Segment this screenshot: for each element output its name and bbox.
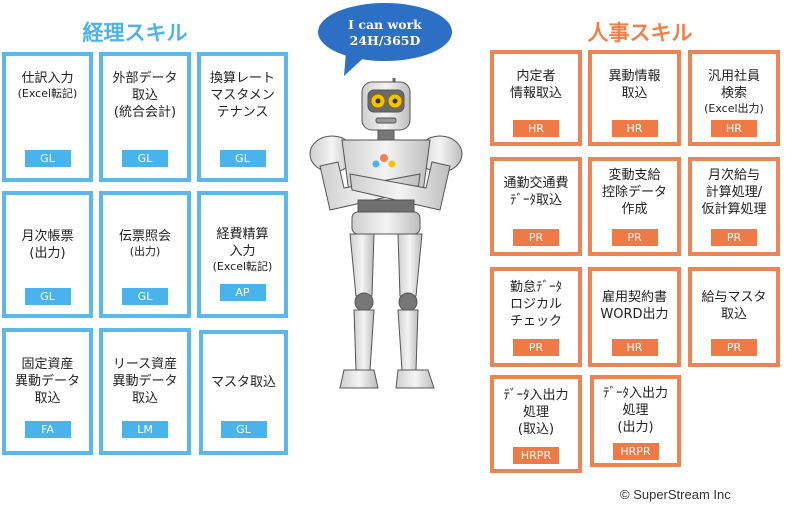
card-label: 取込 [34,391,61,406]
card-label: 勤怠ﾃﾞｰﾀ [509,280,562,295]
card-label: 取込 [131,391,158,406]
skill-tag: GL [219,150,266,167]
hr-card-payroll-calc: 月次給与 計算処理/ 仮計算処理 PR [688,157,780,256]
skill-tag: FA [24,421,71,438]
skill-tag: GL [122,288,168,305]
card-label: (出力) [617,420,654,435]
skill-tag: PR [513,339,559,356]
card-label: 控除データ [601,185,667,200]
card-sublabel: (出力) [129,245,161,258]
accounting-card-external-data: 外部データ 取込 (統合会計) GL [99,52,191,182]
card-label: 取込 [720,307,747,322]
hr-card-data-io-import: ﾃﾞｰﾀ入出力 処理 (取込) HRPR [490,375,582,473]
card-label: 異動情報 [608,69,661,84]
card-label: 伝票照会 [118,229,171,244]
skill-tag: GL [24,288,71,305]
hr-card-employee-search: 汎用社員 検索 (Excel出力) HR [688,50,780,146]
accounting-skills-title: 経理スキル [82,21,188,45]
card-label: 仕訳入力 [21,71,74,86]
skill-tag: HRPR [612,443,659,460]
skill-tag: GL [122,150,168,167]
card-label: (取込) [517,422,555,437]
card-label: 経費精算 [216,227,269,242]
hr-skills-title: 人事スキル [587,21,693,45]
card-label: 雇用契約書 [601,290,667,305]
hr-card-commute-import: 通勤交通費 ﾃﾞｰﾀ取込 PR [490,157,582,256]
skill-tag: PR [513,229,559,246]
card-label: 月次帳票 [21,229,74,244]
card-label: 内定者 [516,69,556,84]
card-label: 月次給与 [707,168,760,183]
card-label: 固定資産 [21,357,74,372]
card-label: 給与マスタ [701,290,767,305]
hr-card-transfer-import: 異動情報 取込 HR [588,50,681,146]
accounting-card-lease-assets: リース資産 異動データ 取込 LM [99,328,191,455]
hr-card-contract-word: 雇用契約書 WORD出力 HR [588,267,681,367]
hr-card-applicant-import: 内定者 情報取込 HR [490,50,582,146]
card-label: ロジカル [509,297,562,312]
skill-tag: AP [219,284,266,301]
accounting-card-journal-entry: 仕訳入力 (Excel転記) GL [2,52,93,182]
hr-card-salary-master: 給与マスタ 取込 PR [688,267,780,367]
robot-icon [309,78,463,389]
skill-tag: GL [220,421,267,438]
speech-bubble: I can work 24H/365D [318,3,452,61]
card-label: ﾃﾞｰﾀ取込 [509,193,562,208]
card-label: マスタメン [210,88,275,103]
accounting-card-fixed-assets: 固定資産 異動データ 取込 FA [2,328,93,455]
accounting-card-monthly-report: 月次帳票 (出力) GL [2,191,93,318]
hr-card-data-io-export: ﾃﾞｰﾀ入出力 処理 (出力) HRPR [590,375,681,467]
card-label: 情報取込 [509,86,562,101]
card-label: WORD出力 [600,307,669,322]
card-label: リース資産 [112,357,178,372]
card-label: 取込 [621,86,648,101]
skill-tag: HR [711,120,757,137]
card-sublabel: (Excel転記) [212,260,273,273]
card-label: 入力 [229,244,256,259]
card-label: 仮計算処理 [701,202,767,217]
card-label: 処理 [622,403,649,418]
skill-tag: PR [711,339,757,356]
card-label: (出力) [29,246,66,261]
accounting-card-exchange-rate: 換算レート マスタメン テナンス GL [197,52,288,182]
skill-tag: GL [24,150,71,167]
card-label: 検索 [720,86,747,101]
card-sublabel: (Excel転記) [17,87,78,100]
card-label: 計算処理/ [705,185,763,200]
card-label: (統合会計) [113,105,177,120]
card-label: 取込 [131,88,158,103]
card-label: チェック [509,314,562,329]
card-label: 換算レート [209,71,275,86]
accounting-card-expense-entry: 経費精算 入力 (Excel転記) AP [197,191,288,318]
skill-tag: PR [711,229,757,246]
card-label: 変動支給 [608,168,661,183]
card-label: ﾃﾞｰﾀ入出力 [503,388,569,403]
skill-tag: PR [611,229,658,246]
card-label: 通勤交通費 [503,176,569,191]
card-label: 作成 [621,202,648,217]
bubble-line-2: 24H/365D [349,33,421,48]
card-label: 外部データ [112,71,178,86]
card-label: 異動データ [112,374,178,389]
card-label: 処理 [522,405,549,420]
skill-tag: HR [611,339,658,356]
accounting-card-voucher-inquiry: 伝票照会 (出力) GL [99,191,191,318]
skill-tag: HR [513,120,559,137]
accounting-card-master-import: マスタ取込 GL [199,330,288,455]
skill-tag: HR [611,120,658,137]
copyright-text: © SuperStream Inc [620,487,731,502]
skill-tag: LM [122,421,168,438]
hr-card-attendance-check: 勤怠ﾃﾞｰﾀ ロジカル チェック PR [490,267,582,367]
hr-card-variable-pay: 変動支給 控除データ 作成 PR [588,157,681,256]
speech-bubble-tail [344,52,370,76]
card-label: ﾃﾞｰﾀ入出力 [602,386,668,401]
card-label: マスタ取込 [210,375,276,390]
skill-tag: HRPR [513,447,559,464]
card-label: 汎用社員 [707,69,760,84]
card-label: 異動データ [14,374,80,389]
card-label: テナンス [216,105,269,120]
bubble-line-1: I can work [348,17,422,32]
card-sublabel: (Excel出力) [704,102,764,115]
